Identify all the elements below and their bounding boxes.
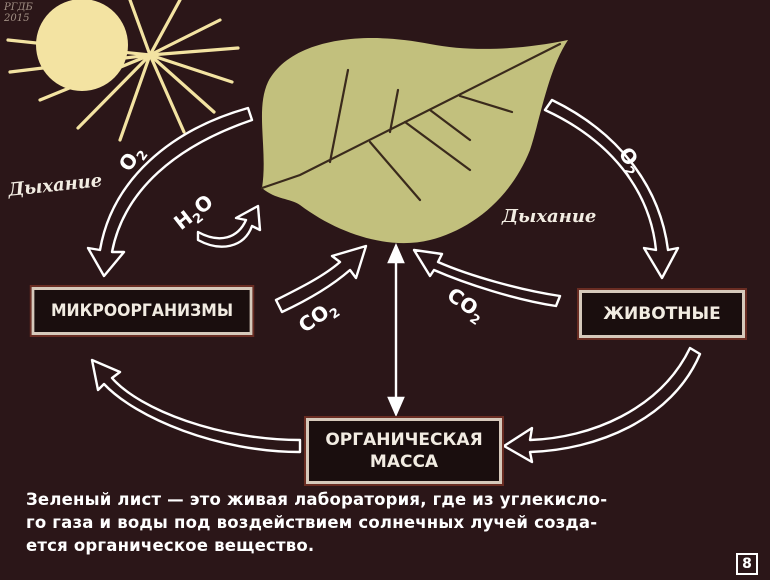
caption-line2: го газа и воды под воздействием солнечны… [26,513,598,532]
label-respiration-right: Дыхание [502,206,597,227]
arrow-o2-left [86,106,254,278]
arrow-organic-to-micro [90,358,302,454]
arrow-leaf-organic [387,243,405,417]
arrow-animals-to-organic [502,346,702,464]
caption-line3: ется органическое вещество. [26,536,315,555]
sun-icon [36,0,128,91]
leaf-veins [260,42,562,202]
node-animals: ЖИВОТНЫЕ [579,290,745,338]
leaf-icon [261,38,568,244]
node-organic-line2: МАССА [369,452,439,472]
sun-rays [6,0,240,142]
arrow-h2o [196,204,262,248]
watermark: РГДБ 2015 [4,2,33,24]
frame-number: 8 [736,553,758,575]
watermark-line1: РГДБ [4,2,33,13]
node-microorganisms: МИКРООРГАНИЗМЫ [31,287,253,335]
arrow-co2-left [274,244,368,314]
caption-line1: Зеленый лист — это живая лаборатория, гд… [26,490,608,509]
node-organic-mass: ОРГАНИЧЕСКАЯ МАССА [306,418,502,484]
node-organic-line1: ОРГАНИЧЕСКАЯ [325,430,483,450]
caption: Зеленый лист — это живая лаборатория, гд… [26,488,756,557]
arrows [86,98,702,464]
arrow-o2-right [543,98,680,280]
arrow-co2-right [412,248,562,308]
watermark-line2: 2015 [4,13,30,24]
